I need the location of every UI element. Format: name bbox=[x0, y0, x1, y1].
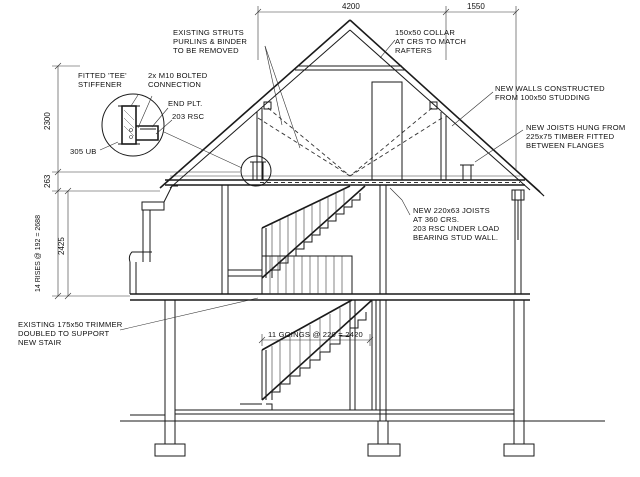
svg-text:NEW STAIR: NEW STAIR bbox=[18, 338, 62, 347]
roof bbox=[159, 19, 545, 197]
dim-width-left: 4200 bbox=[342, 2, 360, 11]
dim-risers: 14 RISES @ 192 = 2688 bbox=[35, 215, 42, 292]
svg-text:NEW JOISTS HUNG FROM: NEW JOISTS HUNG FROM bbox=[526, 123, 625, 132]
staircase bbox=[228, 185, 377, 410]
svg-text:DOUBLED TO SUPPORT: DOUBLED TO SUPPORT bbox=[18, 329, 110, 338]
svg-text:BEARING STUD WALL.: BEARING STUD WALL. bbox=[413, 233, 498, 242]
svg-text:BETWEEN FLANGES: BETWEEN FLANGES bbox=[526, 141, 604, 150]
svg-text:TO BE REMOVED: TO BE REMOVED bbox=[173, 46, 239, 55]
note-ub: 305 UB bbox=[70, 147, 97, 156]
svg-text:STIFFENER: STIFFENER bbox=[78, 80, 122, 89]
ground-floor-structure bbox=[130, 300, 525, 421]
svg-text:FITTED 'TEE': FITTED 'TEE' bbox=[78, 71, 127, 80]
dim-height-roof: 2300 bbox=[43, 112, 52, 130]
svg-text:AT 360 CRS.: AT 360 CRS. bbox=[413, 215, 459, 224]
svg-text:225x75 TIMBER FITTED: 225x75 TIMBER FITTED bbox=[526, 132, 615, 141]
svg-text:PURLINS & BINDER: PURLINS & BINDER bbox=[173, 37, 247, 46]
note-collar: 150x50 COLLAR AT CRS TO MATCH RAFTERS bbox=[395, 28, 466, 55]
dim-height-joist: 263 bbox=[43, 174, 52, 188]
svg-text:203 RSC UNDER LOAD: 203 RSC UNDER LOAD bbox=[413, 224, 500, 233]
dimension-lines bbox=[52, 6, 520, 346]
dim-goings: 11 GOINGS @ 220 = 2420 bbox=[268, 330, 363, 339]
dim-height-floor: 2425 bbox=[57, 237, 66, 255]
svg-text:150x50 COLLAR: 150x50 COLLAR bbox=[395, 28, 455, 37]
note-struts: EXISTING STRUTS PURLINS & BINDER TO BE R… bbox=[173, 28, 247, 55]
leader-lines bbox=[99, 39, 524, 331]
note-new-joists-hung: NEW JOISTS HUNG FROM 225x75 TIMBER FITTE… bbox=[526, 123, 625, 150]
svg-text:NEW WALLS CONSTRUCTED: NEW WALLS CONSTRUCTED bbox=[495, 84, 605, 93]
note-trimmer: EXISTING 175x50 TRIMMER DOUBLED TO SUPPO… bbox=[18, 320, 123, 347]
svg-text:2x M10 BOLTED: 2x M10 BOLTED bbox=[148, 71, 208, 80]
svg-text:NEW 220x63 JOISTS: NEW 220x63 JOISTS bbox=[413, 206, 490, 215]
ground-and-footings bbox=[120, 420, 605, 457]
svg-text:RAFTERS: RAFTERS bbox=[395, 46, 432, 55]
note-new-joists: NEW 220x63 JOISTS AT 360 CRS. 203 RSC UN… bbox=[413, 206, 500, 242]
dim-width-right: 1550 bbox=[467, 2, 485, 11]
note-walls: NEW WALLS CONSTRUCTED FROM 100x50 STUDDI… bbox=[495, 84, 605, 102]
note-tee-stiffener: FITTED 'TEE' STIFFENER bbox=[78, 71, 127, 89]
svg-text:EXISTING 175x50 TRIMMER: EXISTING 175x50 TRIMMER bbox=[18, 320, 123, 329]
first-floor-deck bbox=[128, 251, 530, 301]
note-rsc: 203 RSC bbox=[172, 112, 205, 121]
svg-text:EXISTING STRUTS: EXISTING STRUTS bbox=[173, 28, 244, 37]
svg-text:CONNECTION: CONNECTION bbox=[148, 80, 201, 89]
detail-callout bbox=[101, 93, 272, 187]
note-end-plate: END PLT. bbox=[168, 99, 202, 108]
svg-text:AT CRS TO MATCH: AT CRS TO MATCH bbox=[395, 37, 466, 46]
svg-text:FROM 100x50 STUDDING: FROM 100x50 STUDDING bbox=[495, 93, 590, 102]
note-bolted-connection: 2x M10 BOLTED CONNECTION bbox=[148, 71, 208, 89]
